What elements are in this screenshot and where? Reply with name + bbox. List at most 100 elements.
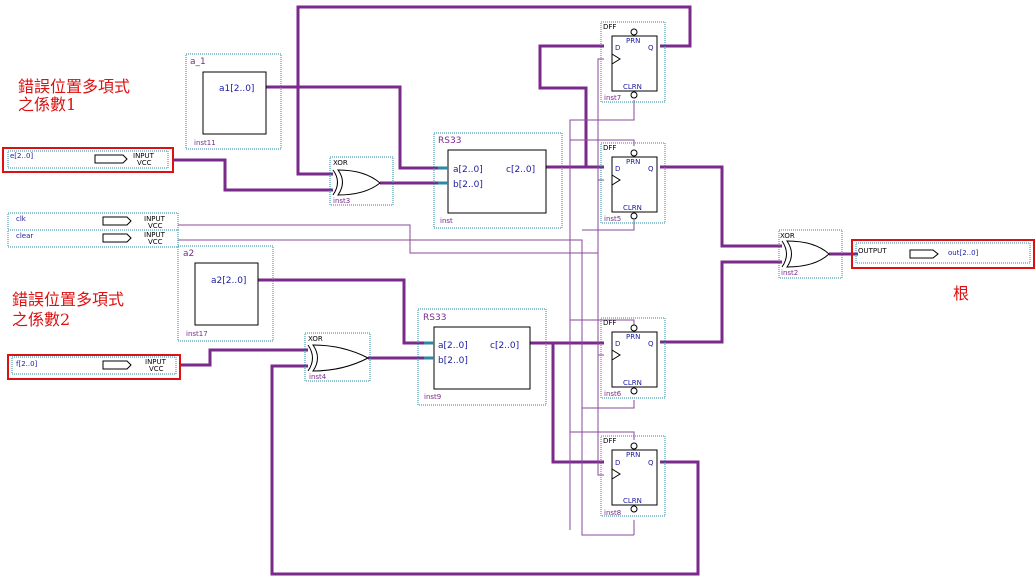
block-a2-body: [194, 262, 259, 326]
signal-wires: [178, 58, 635, 536]
rs-top-port-b: b[2..0]: [453, 180, 483, 190]
dff8-type: DFF: [603, 437, 616, 445]
rs-top-title: RS33: [438, 136, 461, 146]
dff8-d: D: [615, 459, 620, 467]
annotation-poly1-line1: 錯誤位置多項式: [18, 77, 130, 96]
pin-clk-vcc-tag: VCC: [148, 222, 163, 230]
bus-wires: [172, 5, 858, 576]
dff8-clrn-bubble: [630, 505, 638, 513]
block-a1-body: [202, 71, 267, 135]
pin-e-shape: [94, 154, 128, 164]
xor-bot-type: XOR: [308, 335, 323, 343]
dff5-q: Q: [648, 165, 654, 173]
pin-clk-input-tag: INPUT: [144, 215, 166, 223]
dff-inst5[interactable]: DFF PRN CLRN D Q inst5: [600, 142, 666, 224]
pin-e-frame: [7, 150, 169, 169]
xor-gate-bot[interactable]: XOR inst4: [304, 332, 371, 382]
dff5-prn-bubble: [630, 149, 638, 157]
dff6-clrn-bubble: [630, 387, 638, 395]
xor-out-inst: inst2: [781, 269, 798, 277]
pin-e-name: e[2..0]: [10, 152, 33, 160]
pin-out[interactable]: OUTPUT out[2..0]: [851, 239, 1035, 269]
dff7-clock-triangle: [611, 53, 621, 65]
dff6-prn-bubble: [630, 324, 638, 332]
annotation-poly2-line1: 錯誤位置多項式: [12, 290, 124, 309]
dff-inst6[interactable]: DFF PRN CLRN D Q inst6: [600, 317, 666, 399]
dff6-clock-triangle: [611, 349, 621, 361]
rs-bot-port-a: a[2..0]: [438, 341, 468, 351]
dff6-clrn: CLRN: [623, 379, 642, 387]
pin-f-shape: [102, 360, 132, 370]
dff5-d: D: [615, 165, 620, 173]
dff6-prn: PRN: [626, 333, 640, 341]
xor-gate-out[interactable]: XOR inst2: [778, 229, 843, 279]
dff7-prn-bubble: [630, 28, 638, 36]
pin-out-shape: [909, 249, 939, 259]
dff8-frame: [600, 435, 666, 517]
pin-clk-name: clk: [16, 215, 27, 223]
xor-out-body: [786, 240, 830, 268]
xor-bot-back-curve: [307, 344, 313, 372]
block-rs33-bot[interactable]: RS33 a[2..0] b[2..0] c[2..0] inst9: [417, 308, 547, 406]
block-a2-port: a2[2..0]: [211, 276, 246, 286]
dff6-frame: [600, 317, 666, 399]
xor-top-body: [337, 169, 381, 196]
dff5-prn: PRN: [626, 158, 640, 166]
rs-top-inst: inst: [440, 217, 453, 225]
rs-bot-frame: [417, 308, 547, 406]
dff5-frame: [600, 142, 666, 224]
pin-f-vcc-tag: VCC: [149, 365, 164, 373]
dff5-inst: inst5: [604, 215, 621, 223]
block-rs33-top[interactable]: RS33 a[2..0] b[2..0] c[2..0] inst: [433, 132, 563, 229]
dff6-q: Q: [648, 340, 654, 348]
annotation-root: 根: [953, 284, 969, 303]
dff8-inst: inst8: [604, 509, 621, 517]
pin-e[interactable]: e[2..0] INPUT VCC: [2, 147, 174, 173]
block-a1-title: a_1: [190, 57, 206, 67]
pin-clear-input-tag: INPUT: [144, 231, 166, 239]
block-a1[interactable]: a_1 a1[2..0] inst11: [185, 53, 282, 150]
annotation-poly1-line2: 之係數1: [18, 95, 76, 114]
rs-bot-inst: inst9: [424, 393, 441, 401]
block-a2-title: a2: [183, 249, 194, 259]
dff6-inst: inst6: [604, 390, 622, 398]
pin-f[interactable]: f[2..0] INPUT VCC: [7, 354, 181, 380]
rs-top-frame: [433, 132, 563, 229]
pin-clear-shape: [102, 233, 132, 243]
dff7-q: Q: [648, 44, 654, 52]
pin-f-input-tag: INPUT: [145, 358, 167, 366]
dff7-d: D: [615, 44, 620, 52]
rs-top-port-c: c[2..0]: [506, 165, 535, 175]
pin-out-name: out[2..0]: [948, 249, 979, 257]
rs-bot-port-b: b[2..0]: [438, 356, 468, 366]
pin-clear-vcc-tag: VCC: [148, 238, 163, 246]
dff7-clrn-bubble: [630, 91, 638, 99]
pin-clear[interactable]: clear INPUT VCC: [7, 229, 179, 248]
dff5-type: DFF: [603, 144, 616, 152]
xor-bot-body: [312, 344, 370, 372]
xor-out-type: XOR: [780, 232, 795, 240]
pin-e-vcc-tag: VCC: [137, 159, 152, 167]
block-a1-port: a1[2..0]: [219, 84, 254, 94]
rs-bot-title: RS33: [423, 313, 446, 323]
pin-clear-frame: [7, 229, 179, 248]
pin-f-frame: [11, 356, 177, 375]
xor-top-type: XOR: [333, 159, 348, 167]
block-a2[interactable]: a2 a2[2..0] inst17: [177, 245, 274, 342]
dff8-prn: PRN: [626, 451, 640, 459]
pin-clear-name: clear: [16, 232, 33, 240]
dff8-clrn: CLRN: [623, 497, 642, 505]
dff6-type: DFF: [603, 319, 616, 327]
xor-gate-top[interactable]: XOR inst3: [329, 156, 394, 206]
dff-inst8[interactable]: DFF PRN CLRN D Q inst8: [600, 435, 666, 517]
block-a1-inst: inst11: [194, 139, 216, 147]
pin-clk[interactable]: clk INPUT VCC: [7, 212, 179, 231]
annotation-poly2-line2: 之係數2: [12, 310, 70, 329]
dff7-frame: [600, 21, 666, 103]
xor-out-back-curve: [781, 240, 787, 268]
xor-top-inst: inst3: [333, 197, 350, 205]
rs-top-body: [447, 149, 547, 214]
dff7-clrn: CLRN: [623, 83, 642, 91]
dff-inst7[interactable]: DFF PRN CLRN D Q inst7: [600, 21, 666, 103]
pin-e-input-tag: INPUT: [133, 152, 155, 160]
